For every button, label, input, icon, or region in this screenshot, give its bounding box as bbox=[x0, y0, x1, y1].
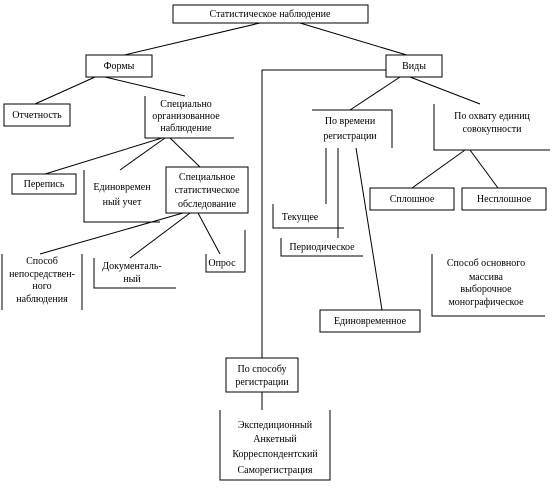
connector-survey-opros bbox=[197, 212, 221, 255]
registration-line-2: регистрации bbox=[235, 377, 289, 388]
census-label: Перепись bbox=[24, 179, 65, 190]
root-node: Статистическое наблюдение bbox=[172, 4, 369, 24]
connector-bycoverage-continuous bbox=[411, 149, 466, 189]
forms-node: Формы bbox=[85, 54, 153, 78]
documentary-line-2: ный bbox=[123, 274, 141, 285]
onetime-types-label: Единовременное bbox=[334, 316, 407, 327]
special-line-2: организованное bbox=[152, 111, 220, 122]
connector-special-census bbox=[44, 137, 163, 175]
connector-forms-special bbox=[104, 76, 186, 97]
types-label: Виды bbox=[402, 61, 426, 72]
direct-line-3: ного bbox=[32, 281, 51, 292]
connectors bbox=[34, 22, 499, 410]
non-continuous-node: Несплошное bbox=[461, 187, 547, 211]
current-label: Текущее bbox=[282, 212, 319, 223]
bycoverage-line-2: совокупности bbox=[463, 124, 523, 135]
connector-special-survey bbox=[169, 137, 201, 168]
reporting-label: Отчетность bbox=[12, 110, 62, 121]
direct-line-4: наблюдения bbox=[16, 294, 68, 305]
reporting-node: Отчетность bbox=[3, 103, 71, 127]
connector-special-onetime bbox=[119, 137, 166, 171]
connector-bytime-onetime bbox=[355, 147, 383, 311]
ncm-line-2: массива bbox=[469, 272, 504, 283]
non-continuous-methods: Способ основного массива выборочное моно… bbox=[431, 254, 545, 317]
connector-bycoverage-noncontinuous bbox=[469, 149, 499, 189]
registration-method-1: Экспедиционный bbox=[238, 420, 313, 431]
root-label: Статистическое наблюдение bbox=[210, 9, 331, 20]
documentary-line-1: Документаль- bbox=[102, 261, 161, 272]
registration-method-4: Саморегистрация bbox=[238, 465, 313, 476]
ncm-line-4: монографическое bbox=[448, 297, 524, 308]
noncontinuous-label: Несплошное bbox=[477, 194, 532, 205]
special-line-1: Специально bbox=[160, 99, 212, 110]
bytime-line-2: регистрации bbox=[323, 131, 377, 142]
continuous-label: Сплошное bbox=[390, 194, 435, 205]
by-coverage-node: По охвату единиц совокупности bbox=[433, 104, 550, 151]
survey-line-1: Специальное bbox=[179, 172, 236, 183]
registration-node: По способу регистрации bbox=[225, 357, 299, 393]
by-time-node: По времени регистрации bbox=[312, 109, 393, 148]
onetime-line-1: Единовремен bbox=[93, 182, 151, 193]
registration-method-2: Анкетный bbox=[253, 434, 297, 445]
connector-forms-reporting bbox=[34, 76, 96, 105]
periodic-node: Периодическое bbox=[280, 238, 363, 257]
bytime-line-1: По времени bbox=[325, 116, 376, 127]
opros-node: Опрос bbox=[205, 230, 246, 273]
one-time-node: Единовременное bbox=[319, 309, 421, 333]
bycoverage-line-1: По охвату единиц bbox=[454, 111, 530, 122]
direct-line-1: Способ bbox=[26, 256, 58, 267]
onetime-line-2: ный учет bbox=[103, 197, 142, 208]
forms-label: Формы bbox=[104, 61, 135, 72]
connector-survey-direct bbox=[39, 212, 184, 255]
connector-root-types bbox=[299, 22, 411, 57]
survey-line-3: обследование bbox=[178, 199, 237, 210]
connector-root-forms bbox=[119, 22, 261, 57]
registration-method-3: Корреспондентский bbox=[232, 449, 318, 460]
ncm-line-3: выборочное bbox=[460, 284, 512, 295]
connector-survey-documentary bbox=[129, 212, 191, 259]
connector-types-registration bbox=[261, 69, 386, 358]
continuous-node: Сплошное bbox=[369, 187, 455, 211]
connector-types-bycoverage bbox=[409, 76, 481, 105]
opros-label: Опрос bbox=[208, 258, 236, 269]
connector-types-bytime bbox=[349, 76, 401, 111]
registration-line-1: По способу bbox=[238, 364, 287, 375]
special-survey-node: Специальное статистическое обследование bbox=[165, 166, 249, 214]
census-node: Перепись bbox=[11, 173, 77, 195]
special-line-3: наблюдение bbox=[160, 123, 212, 134]
ncm-line-1: Способ основного bbox=[447, 258, 525, 269]
direct-observation-node: Способ непосредствен- ного наблюдения bbox=[1, 254, 83, 310]
survey-line-2: статистическое bbox=[174, 185, 240, 196]
periodic-label: Периодическое bbox=[289, 242, 355, 253]
documentary-node: Документаль- ный bbox=[93, 258, 176, 289]
direct-line-2: непосредствен- bbox=[9, 269, 75, 280]
current-node: Текущее bbox=[272, 204, 344, 229]
special-organized-node: Специально организованное наблюдение bbox=[144, 96, 234, 139]
types-node: Виды bbox=[385, 54, 443, 78]
registration-methods: Экспедиционный Анкетный Корреспондентски… bbox=[219, 410, 331, 481]
one-time-account-node: Единовремен ный учет bbox=[83, 170, 160, 223]
